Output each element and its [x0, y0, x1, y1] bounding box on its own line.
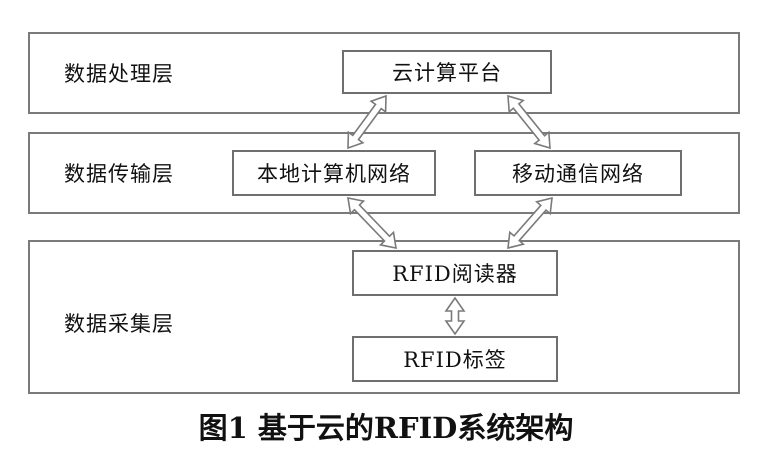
figure-caption: 图1 基于云的RFID系统架构 [198, 411, 574, 445]
node-cloud-platform: 云计算平台 [342, 50, 552, 94]
node-rfid-reader: RFID阅读器 [352, 250, 558, 296]
node-mobile-communication-network: 移动通信网络 [474, 150, 682, 196]
node-rfid-tag: RFID标签 [352, 336, 558, 382]
layer-collection-label: 数据采集层 [64, 312, 174, 336]
layer-transmission-label: 数据传输层 [64, 162, 174, 186]
node-local-computer-network: 本地计算机网络 [232, 150, 436, 196]
layer-processing-label: 数据处理层 [64, 62, 174, 86]
